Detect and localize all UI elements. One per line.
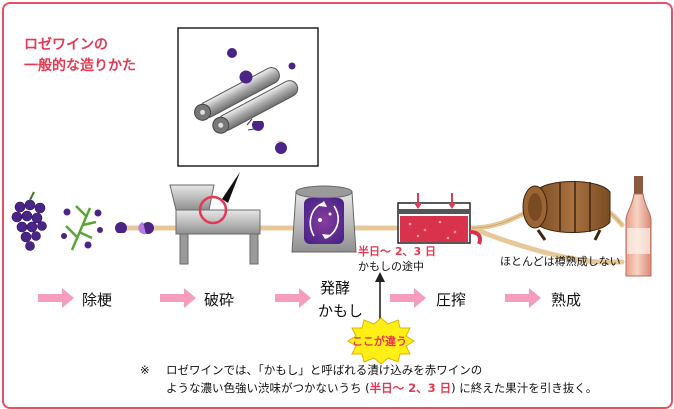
footnote-line-2: ような濃い色強い渋味がつかないうち (半日〜 2、3 日) に終えた果汁を引き抜… xyxy=(166,379,597,397)
grape-stem-icon xyxy=(61,205,103,251)
duration-label: 半日〜 2、3 日 xyxy=(358,245,436,258)
title-line-1: ロゼワインの xyxy=(24,37,108,53)
crushed-grape-icon xyxy=(115,222,154,236)
step-arrows xyxy=(38,288,541,308)
grape-bunch-icon xyxy=(11,191,47,251)
footnote-line-2a: ような濃い色強い渋味がつかないうち ( xyxy=(166,381,370,395)
step-aging: 熟成 xyxy=(551,291,582,309)
difference-badge-label: ここが違う xyxy=(352,335,407,348)
footnote-duration: 半日〜 2、3 日 xyxy=(369,381,452,395)
roller-icon xyxy=(194,67,299,134)
press-icon xyxy=(397,193,482,245)
fermentation-tank-icon xyxy=(291,185,357,253)
footnote-line-1: ロゼワインでは、「かもし」と呼ばれる漬け込みを赤ワインの xyxy=(166,363,483,377)
title-line-2: 一般的な造りかた xyxy=(24,58,136,74)
step-pressing: 圧搾 xyxy=(436,291,467,309)
step-fermentation: 発酵 xyxy=(320,279,351,297)
difference-badge xyxy=(347,317,415,365)
crusher-zoom-box xyxy=(177,27,319,167)
rose-bottle-icon xyxy=(625,176,652,277)
aging-note: ほとんどは樽熟成しない xyxy=(500,255,621,268)
highlight-arrow xyxy=(375,272,385,320)
footnote-line-2c: ) に終えた果汁を引き抜く。 xyxy=(451,381,598,395)
crusher-machine-icon xyxy=(169,172,261,265)
footnote-mark: ※ xyxy=(140,363,150,377)
step-destemming: 除梗 xyxy=(82,291,113,309)
barrel-icon xyxy=(522,181,611,241)
step-crushing: 破砕 xyxy=(204,291,235,309)
step-maceration: かもし xyxy=(318,302,364,320)
maceration-label: かもしの途中 xyxy=(358,260,424,273)
